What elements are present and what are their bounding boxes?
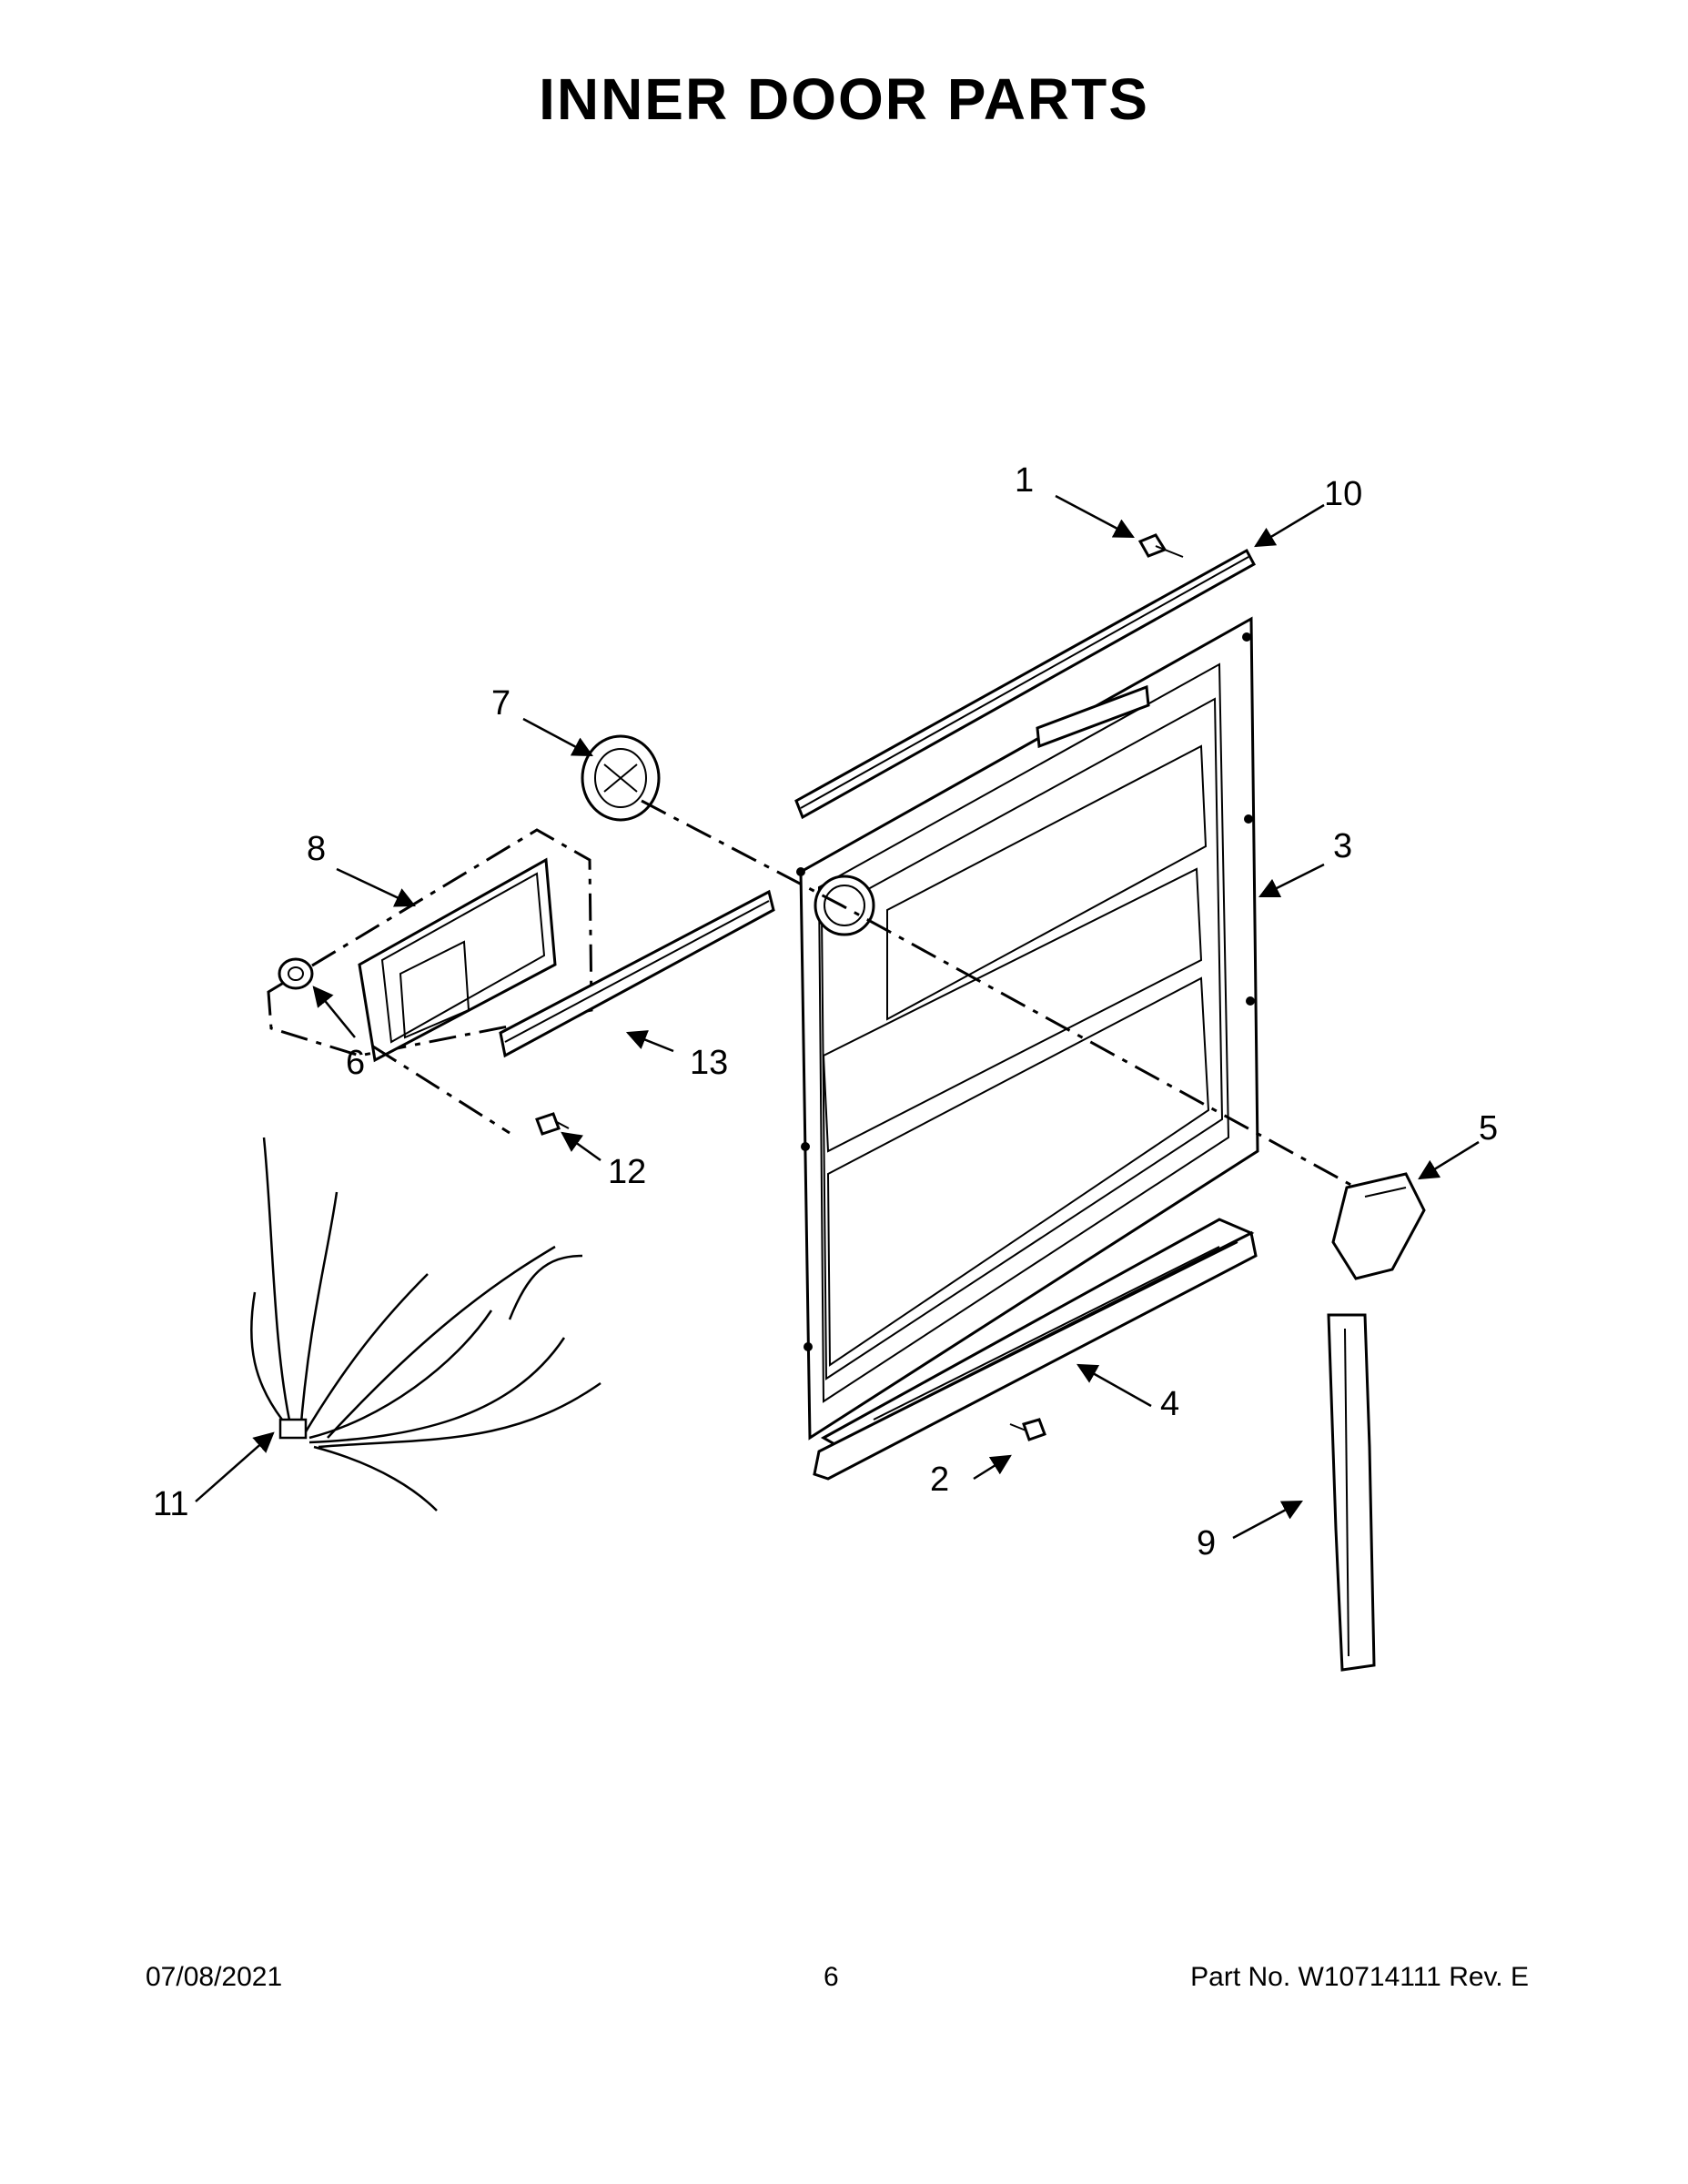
footer-part-number: Part No. W10714111 Rev. E [1190, 1962, 1529, 1992]
callout-7: 7 [491, 684, 510, 723]
vent-duct-5 [1331, 1172, 1426, 1280]
callout-9: 9 [1197, 1524, 1216, 1562]
top-door-strip [794, 548, 1257, 820]
callout-10: 10 [1324, 475, 1362, 513]
knob-6-icon [278, 957, 314, 990]
lower-vent-channel [813, 1218, 1258, 1481]
gasket-panel-13 [499, 889, 775, 1058]
screw-1-icon [1137, 533, 1184, 558]
callout-4: 4 [1160, 1385, 1179, 1423]
alignment-line-vent [641, 799, 1357, 1189]
vent-duct-9 [1327, 1313, 1376, 1672]
callout-11: 11 [153, 1485, 188, 1523]
footer-date: 07/08/2021 [146, 1962, 283, 1992]
wire-harness-11 [250, 1137, 601, 1512]
inner-door-panel [796, 616, 1259, 1441]
callout-3: 3 [1333, 827, 1352, 865]
footer-page-number: 6 [824, 1962, 839, 1992]
callout-13: 13 [690, 1044, 728, 1082]
vent-cap-7 [581, 734, 661, 822]
callout-6: 6 [346, 1044, 365, 1082]
callout-2: 2 [930, 1461, 949, 1499]
alignment-line-panel [372, 1045, 510, 1135]
page-title: INNER DOOR PARTS [539, 66, 1149, 132]
callout-8: 8 [307, 830, 326, 868]
screw-2-icon [1009, 1418, 1046, 1441]
callout-12: 12 [608, 1153, 646, 1191]
callout-5: 5 [1479, 1109, 1498, 1148]
callout-1: 1 [1015, 461, 1034, 500]
screw-12-icon [535, 1112, 570, 1136]
